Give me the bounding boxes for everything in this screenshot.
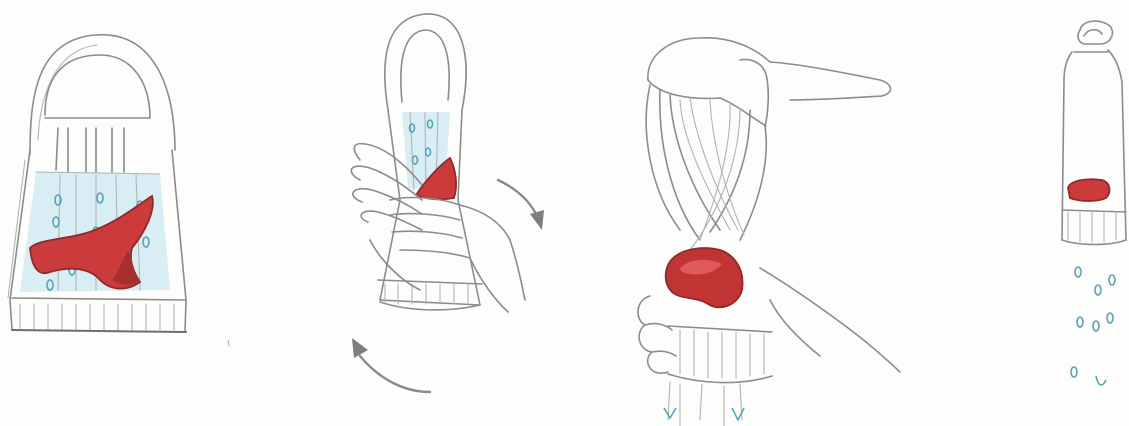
- rubbing-hands-icon: [330, 0, 580, 426]
- step-1-soak-panel: [0, 0, 230, 426]
- draining-bottle-icon: [1040, 0, 1129, 426]
- step-4-drain-panel: [1040, 0, 1129, 426]
- step-3-wring-panel: [620, 0, 920, 426]
- wringing-hands-icon: [620, 0, 920, 426]
- step-2-rub-panel: [330, 0, 580, 426]
- soaking-bag-icon: [0, 0, 230, 426]
